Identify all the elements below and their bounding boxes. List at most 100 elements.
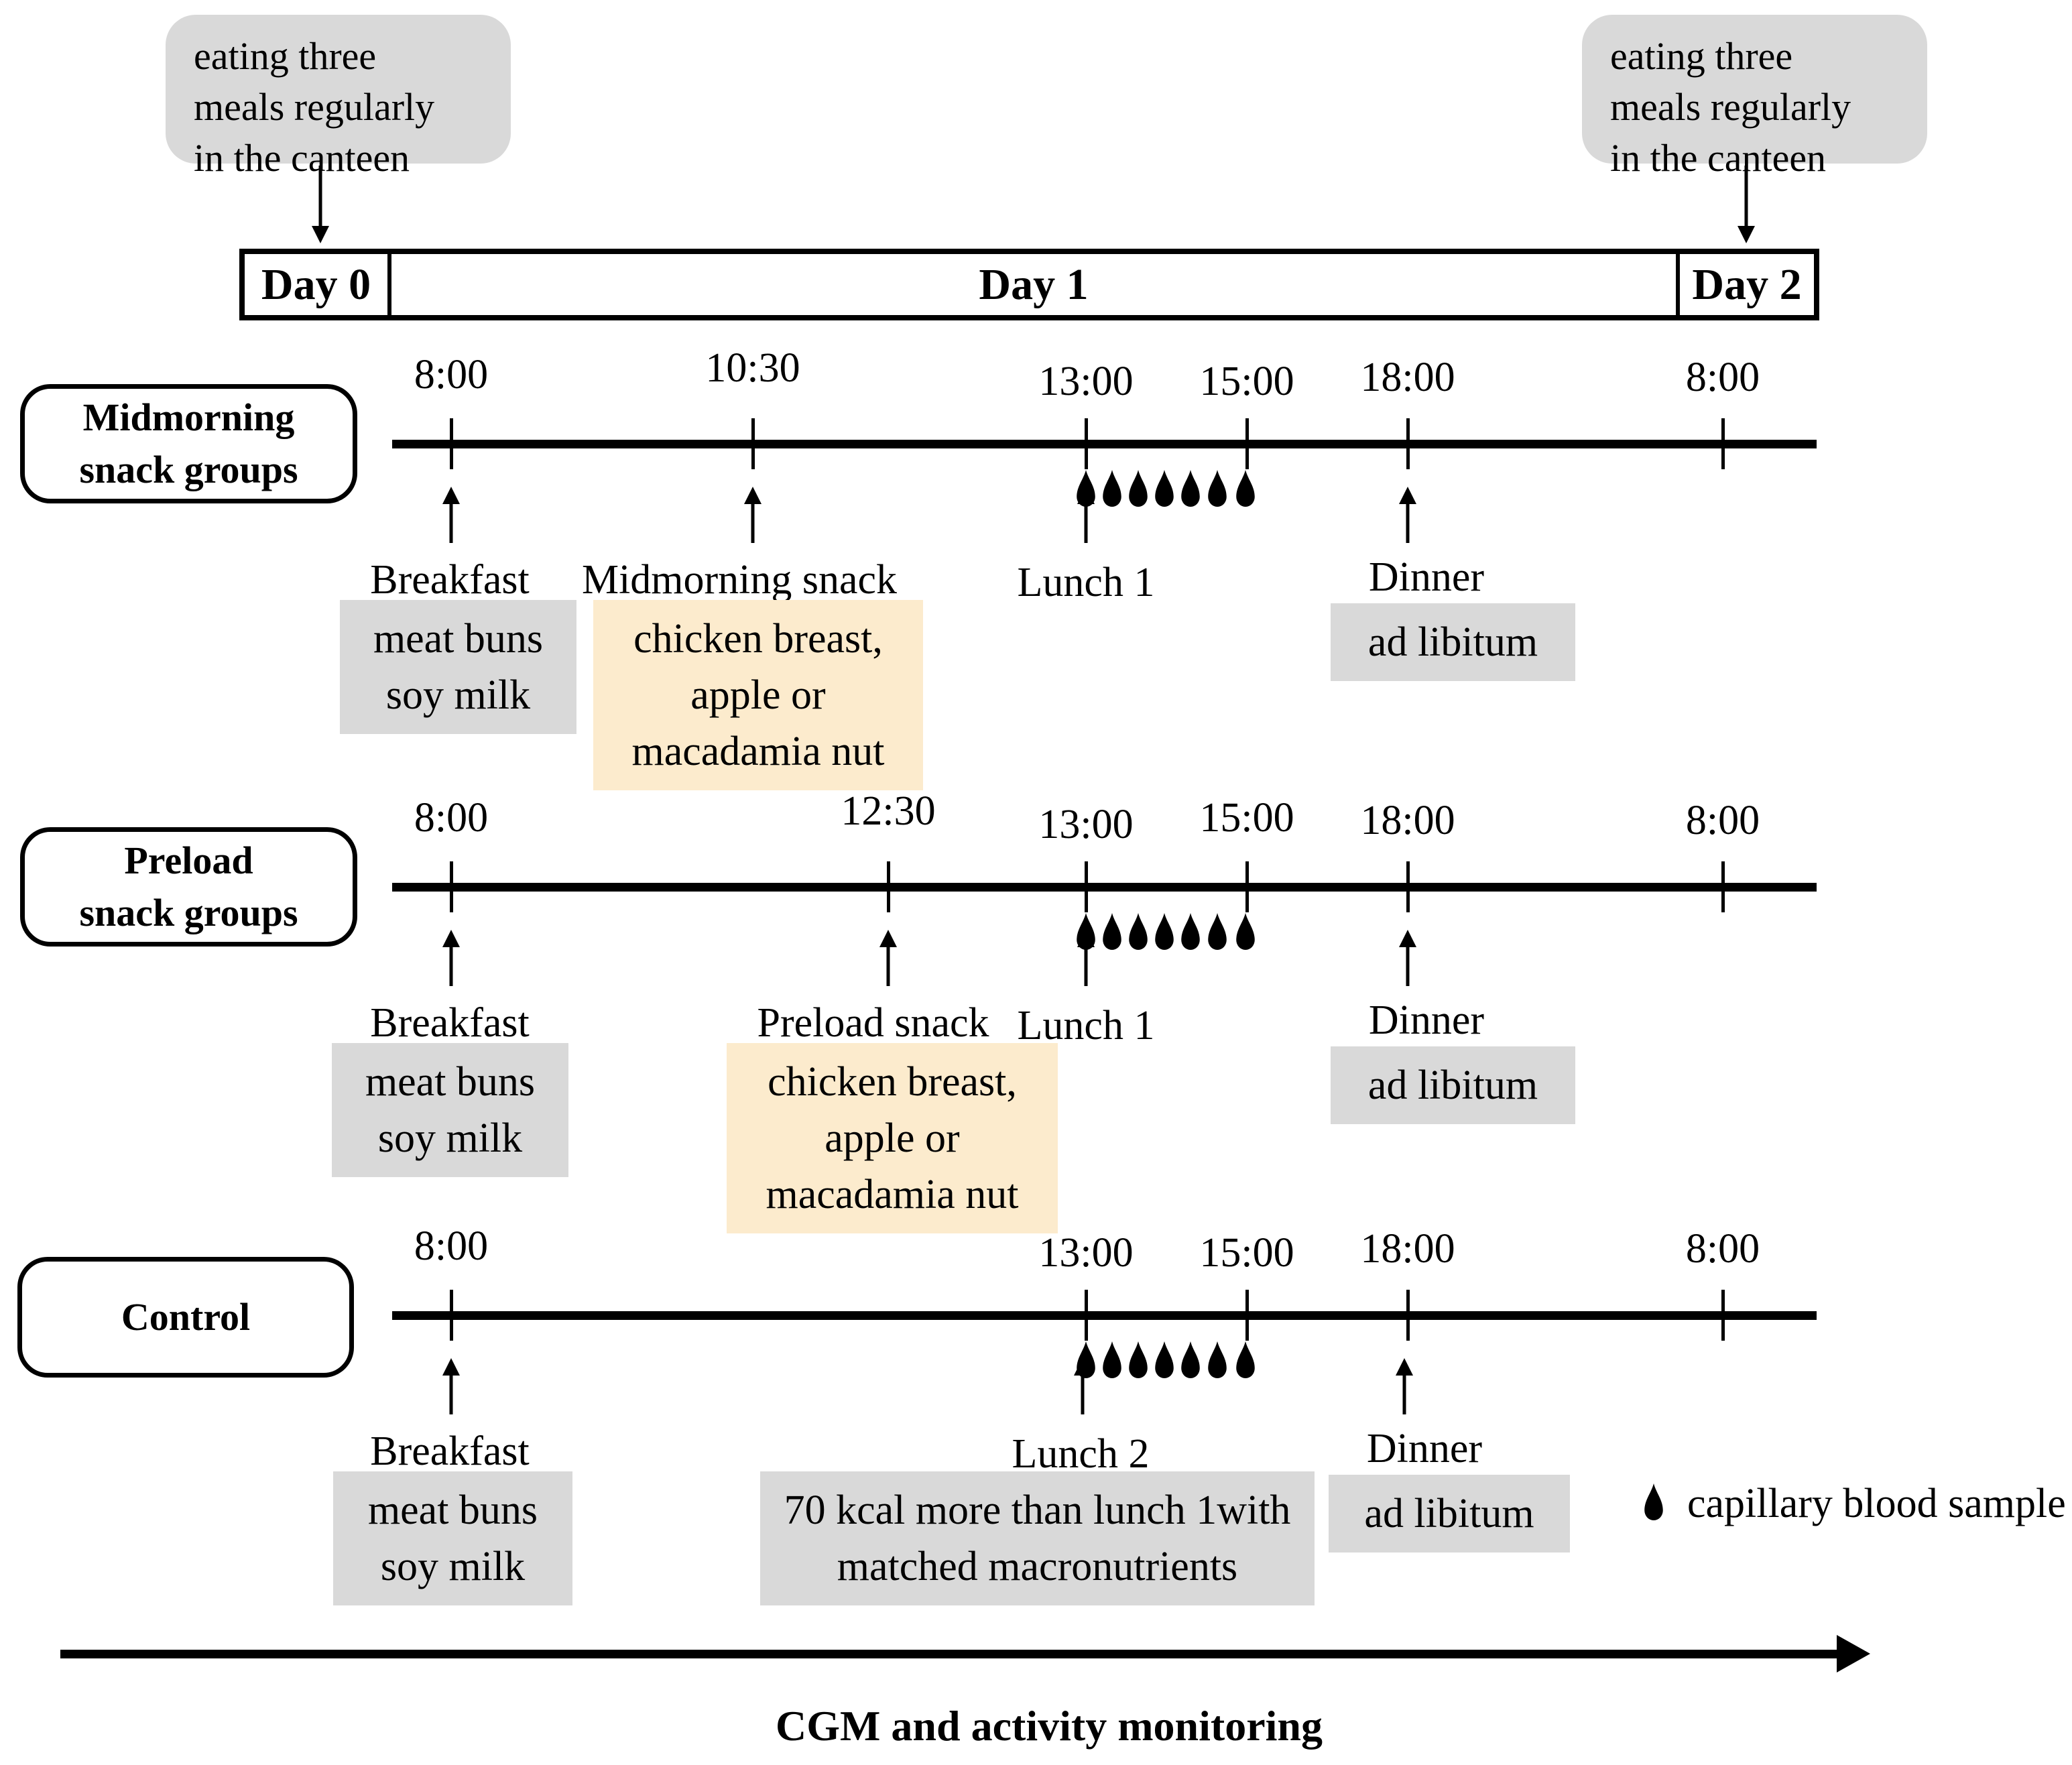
up-arrow-icon bbox=[441, 930, 461, 986]
time-label: 15:00 bbox=[1199, 359, 1294, 404]
up-arrow-icon bbox=[1394, 1358, 1414, 1414]
blood-drop-icon bbox=[1103, 912, 1121, 951]
timeline-row2 bbox=[392, 883, 1817, 892]
note-line: eating three bbox=[194, 34, 377, 78]
day1-cell: Day 1 bbox=[979, 259, 1089, 309]
box-line: ad libitum bbox=[1364, 1491, 1534, 1536]
event-label-breakfast: Breakfast bbox=[370, 557, 530, 603]
tick bbox=[1406, 418, 1410, 469]
time-label: 15:00 bbox=[1199, 795, 1294, 841]
up-arrow-icon bbox=[1073, 1358, 1093, 1414]
tick bbox=[450, 1290, 453, 1341]
box-line: macadamia nut bbox=[766, 1172, 1019, 1217]
blood-drop-icon bbox=[1181, 469, 1200, 507]
group-name-line: Preload bbox=[124, 839, 253, 882]
down-arrow-icon bbox=[1736, 166, 1756, 243]
time-label: 13:00 bbox=[1038, 359, 1134, 404]
tick bbox=[450, 861, 453, 912]
event-label-dinner: Dinner bbox=[1366, 1426, 1483, 1471]
time-label: 18:00 bbox=[1360, 355, 1455, 400]
blood-drop-icon bbox=[1103, 469, 1121, 507]
group-name-line: Control bbox=[121, 1295, 251, 1339]
group-name-line: snack groups bbox=[79, 891, 298, 934]
time-label: 8:00 bbox=[414, 352, 489, 398]
box-line: soy milk bbox=[380, 1544, 526, 1589]
box-line: ad libitum bbox=[1367, 1062, 1538, 1108]
time-label: 18:00 bbox=[1360, 1226, 1455, 1272]
box-line: matched macronutrients bbox=[837, 1544, 1238, 1589]
tick bbox=[450, 418, 453, 469]
day2-cell: Day 2 bbox=[1692, 259, 1802, 309]
blood-drop-icon bbox=[1181, 912, 1200, 951]
timeline-row1 bbox=[392, 440, 1817, 448]
tick bbox=[887, 861, 890, 912]
event-label-breakfast: Breakfast bbox=[370, 1428, 530, 1474]
timeline-row3 bbox=[392, 1311, 1817, 1320]
box-line: meat buns bbox=[373, 616, 544, 662]
box-line: chicken breast, bbox=[768, 1059, 1017, 1105]
up-arrow-icon bbox=[1076, 930, 1096, 986]
blood-drop-icon bbox=[1236, 469, 1255, 507]
box-line: soy milk bbox=[377, 1115, 523, 1161]
tick bbox=[1085, 418, 1088, 469]
time-label: 8:00 bbox=[1685, 798, 1760, 843]
note-line: meals regularly bbox=[1610, 85, 1851, 129]
breakfast-box: meat buns soy milk bbox=[333, 1471, 572, 1605]
box-line: chicken breast, bbox=[633, 616, 883, 662]
time-label: 8:00 bbox=[1685, 1226, 1760, 1272]
box-line: 70 kcal more than lunch 1with bbox=[784, 1487, 1291, 1533]
up-arrow-icon bbox=[441, 487, 461, 543]
group-label-midmorning: Midmorning snack groups bbox=[20, 384, 357, 503]
tick bbox=[1085, 861, 1088, 912]
dinner-box: ad libitum bbox=[1329, 1475, 1570, 1553]
time-label: 15:00 bbox=[1199, 1230, 1294, 1276]
blood-drop-icon bbox=[1236, 912, 1255, 951]
note-line: in the canteen bbox=[194, 136, 410, 180]
blood-drop-icon bbox=[1208, 912, 1227, 951]
tick bbox=[1406, 1290, 1410, 1341]
cgm-arrow-icon bbox=[60, 1650, 1837, 1658]
down-arrow-icon bbox=[310, 166, 330, 243]
blood-drop-icon bbox=[1155, 1341, 1174, 1379]
canteen-note-left: eating three meals regularly in the cant… bbox=[166, 15, 511, 180]
box-line: meat buns bbox=[365, 1059, 536, 1105]
time-label: 13:00 bbox=[1038, 1230, 1134, 1276]
dinner-box: ad libitum bbox=[1331, 603, 1575, 681]
blood-drop-icon bbox=[1103, 1341, 1121, 1379]
event-label-snack: Preload snack bbox=[757, 1000, 989, 1046]
blood-drop-icon bbox=[1644, 1483, 1663, 1521]
event-label-breakfast: Breakfast bbox=[370, 1000, 530, 1046]
snack-box: chicken breast, apple or macadamia nut bbox=[727, 1043, 1058, 1233]
group-name-line: snack groups bbox=[79, 448, 298, 491]
event-label-lunch: Lunch 2 bbox=[1012, 1431, 1150, 1477]
cgm-monitoring-label: CGM and activity monitoring bbox=[776, 1702, 1323, 1750]
snack-box: chicken breast, apple or macadamia nut bbox=[593, 600, 923, 790]
dinner-box: ad libitum bbox=[1331, 1046, 1575, 1124]
up-arrow-icon bbox=[1076, 487, 1096, 543]
box-line: apple or bbox=[690, 672, 826, 718]
box-line: ad libitum bbox=[1367, 619, 1538, 665]
blood-drop-icon bbox=[1129, 912, 1148, 951]
group-label-preload: Preload snack groups bbox=[20, 827, 357, 947]
blood-drop-icon bbox=[1155, 469, 1174, 507]
box-line: soy milk bbox=[385, 672, 531, 718]
lunch2-box: 70 kcal more than lunch 1with matched ma… bbox=[760, 1471, 1315, 1605]
tick bbox=[1721, 861, 1725, 912]
time-label: 8:00 bbox=[1685, 355, 1760, 400]
box-line: macadamia nut bbox=[631, 729, 885, 774]
tick bbox=[751, 418, 755, 469]
day0-cell: Day 0 bbox=[261, 259, 371, 309]
time-label: 18:00 bbox=[1360, 798, 1455, 843]
day-divider bbox=[1676, 254, 1680, 315]
note-line: meals regularly bbox=[194, 85, 435, 129]
blood-drop-icon bbox=[1181, 1341, 1200, 1379]
blood-drop-icon bbox=[1129, 469, 1148, 507]
tick bbox=[1721, 418, 1725, 469]
event-label-dinner: Dinner bbox=[1368, 997, 1485, 1043]
up-arrow-icon bbox=[743, 487, 763, 543]
group-name-line: Midmorning bbox=[82, 395, 295, 439]
tick bbox=[1245, 1290, 1249, 1341]
legend-label: capillary blood sample bbox=[1687, 1481, 2066, 1526]
time-label: 12:30 bbox=[841, 788, 936, 834]
